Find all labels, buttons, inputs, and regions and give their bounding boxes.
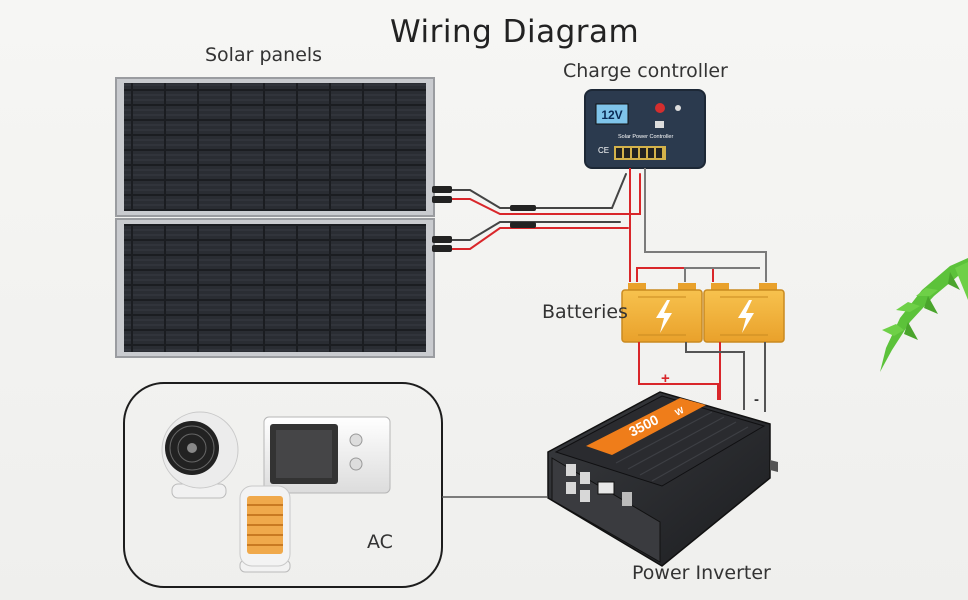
cc-name-label: Solar Power Controller [618, 134, 673, 140]
batteries-label: Batteries [542, 301, 628, 323]
fan-icon [161, 411, 239, 499]
battery-2 [703, 283, 785, 343]
battery-1 [621, 283, 703, 343]
power-inverter-label: Power Inverter [632, 562, 771, 584]
solar-panel-top [115, 77, 435, 217]
power-inverter: 3500 W [547, 391, 778, 567]
cc-voltage-display: 12V [601, 108, 622, 122]
microwave-icon [263, 416, 391, 494]
lightning-icon [656, 300, 672, 333]
ac-load-box [123, 382, 443, 588]
lightning-icon [738, 300, 754, 333]
ac-label: AC [367, 531, 393, 553]
battery-inverter-wires [638, 342, 766, 412]
diagram-title: Wiring Diagram [390, 14, 640, 50]
charge-controller-label: Charge controller [563, 60, 728, 82]
solar-panels-label: Solar panels [205, 44, 323, 66]
solar-panel-bottom [115, 218, 435, 358]
controller-battery-wires [629, 168, 767, 282]
negative-terminal-label: - [754, 391, 759, 408]
charge-controller: 12V Solar Power Controller CE [584, 89, 706, 169]
panel-connectors [432, 173, 641, 252]
plant-icon [880, 258, 968, 372]
cc-ce-mark: CE [598, 146, 609, 155]
positive-terminal-label: + [661, 370, 670, 387]
heater-icon [239, 485, 291, 573]
